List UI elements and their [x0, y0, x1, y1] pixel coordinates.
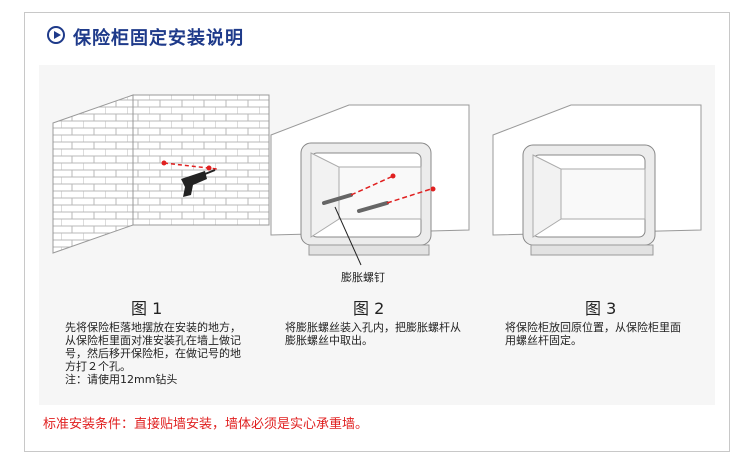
- fig1-wall: [52, 94, 270, 254]
- illustration-panel: 膨胀螺钉 图 1 图 2 图 3 先将保险柜落地摆放在安装的地方， 从保险柜里面…: [39, 65, 715, 405]
- figure-1-description: 先将保险柜落地摆放在安装的地方， 从保险柜里面对准安装孔在墙上做记 号，然后移开…: [65, 321, 241, 386]
- instruction-card: 保险柜固定安装说明: [24, 12, 730, 452]
- figure-2-description: 将膨胀螺丝装入孔内，把膨胀螺杆从 膨胀螺丝中取出。: [285, 321, 461, 347]
- figure-1-label: 图 1: [131, 299, 163, 318]
- installation-illustration: [52, 94, 702, 266]
- figure-3-description: 将保险柜放回原位置，从保险柜里面 用螺丝杆固定。: [505, 321, 681, 347]
- page-title: 保险柜固定安装说明: [73, 28, 244, 49]
- fig3-safe-frame: [522, 144, 656, 256]
- expansion-bolt-callout: 膨胀螺钉: [341, 271, 385, 284]
- header: 保险柜固定安装说明: [25, 13, 729, 59]
- installation-requirement-note: 标准安装条件：直接贴墙安装，墙体必须是实心承重墙。: [43, 417, 369, 432]
- drill-icon: [181, 169, 216, 197]
- play-circle-icon: [47, 26, 65, 44]
- figure-2-label: 图 2: [353, 299, 385, 318]
- fig2-safe-frame: [300, 142, 436, 266]
- figure-3-label: 图 3: [585, 299, 617, 318]
